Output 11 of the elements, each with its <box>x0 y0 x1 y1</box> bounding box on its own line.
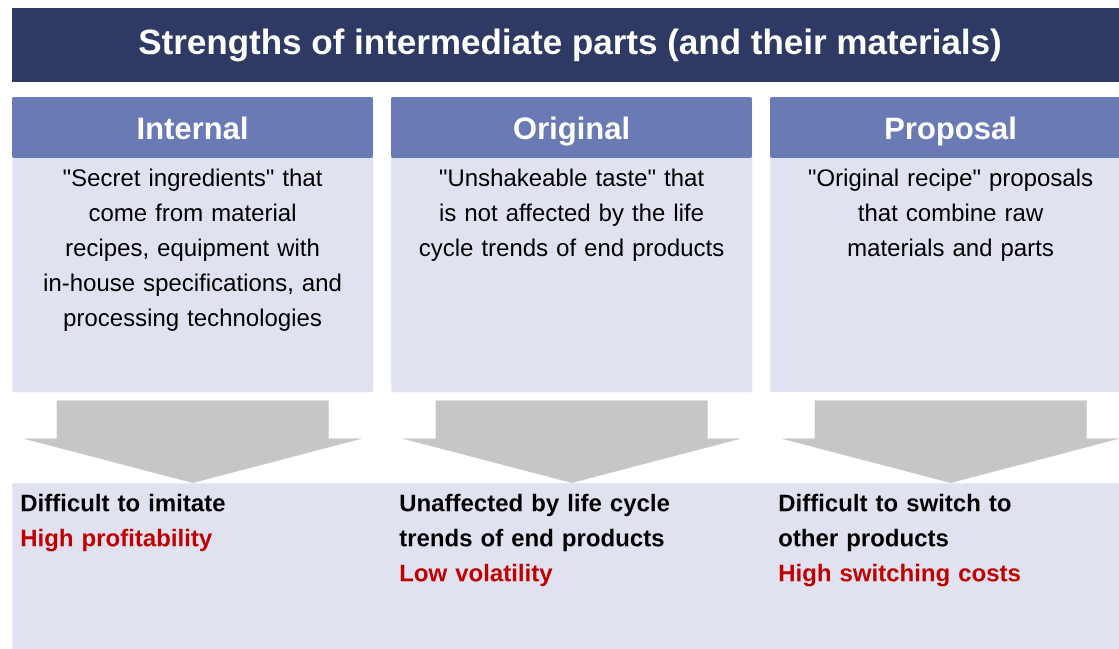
block-arrow <box>780 400 1119 483</box>
title-banner: Strengths of intermediate parts (and their materials) <box>12 8 1119 82</box>
result-text: Difficult to switch to other products High switching costs <box>779 493 1020 587</box>
result-band <box>12 483 1119 649</box>
column-box: Original "Unshakeable taste" that is not affected by the life cycle trends of end products <box>391 97 753 393</box>
block-arrow <box>22 400 363 483</box>
result-text: Unaffected by life cycle trends of end products Low volatility <box>399 493 670 587</box>
block-arrow <box>401 400 742 483</box>
result-text: Difficult to imitate High profitability <box>21 493 225 552</box>
column-box: Proposal "Original recipe" proposals that combine raw materials and parts <box>770 97 1119 393</box>
column-box: Internal "Secret ingredients" that come from material recipes, equipment with in-house specifications, and processing technologies <box>12 97 374 393</box>
